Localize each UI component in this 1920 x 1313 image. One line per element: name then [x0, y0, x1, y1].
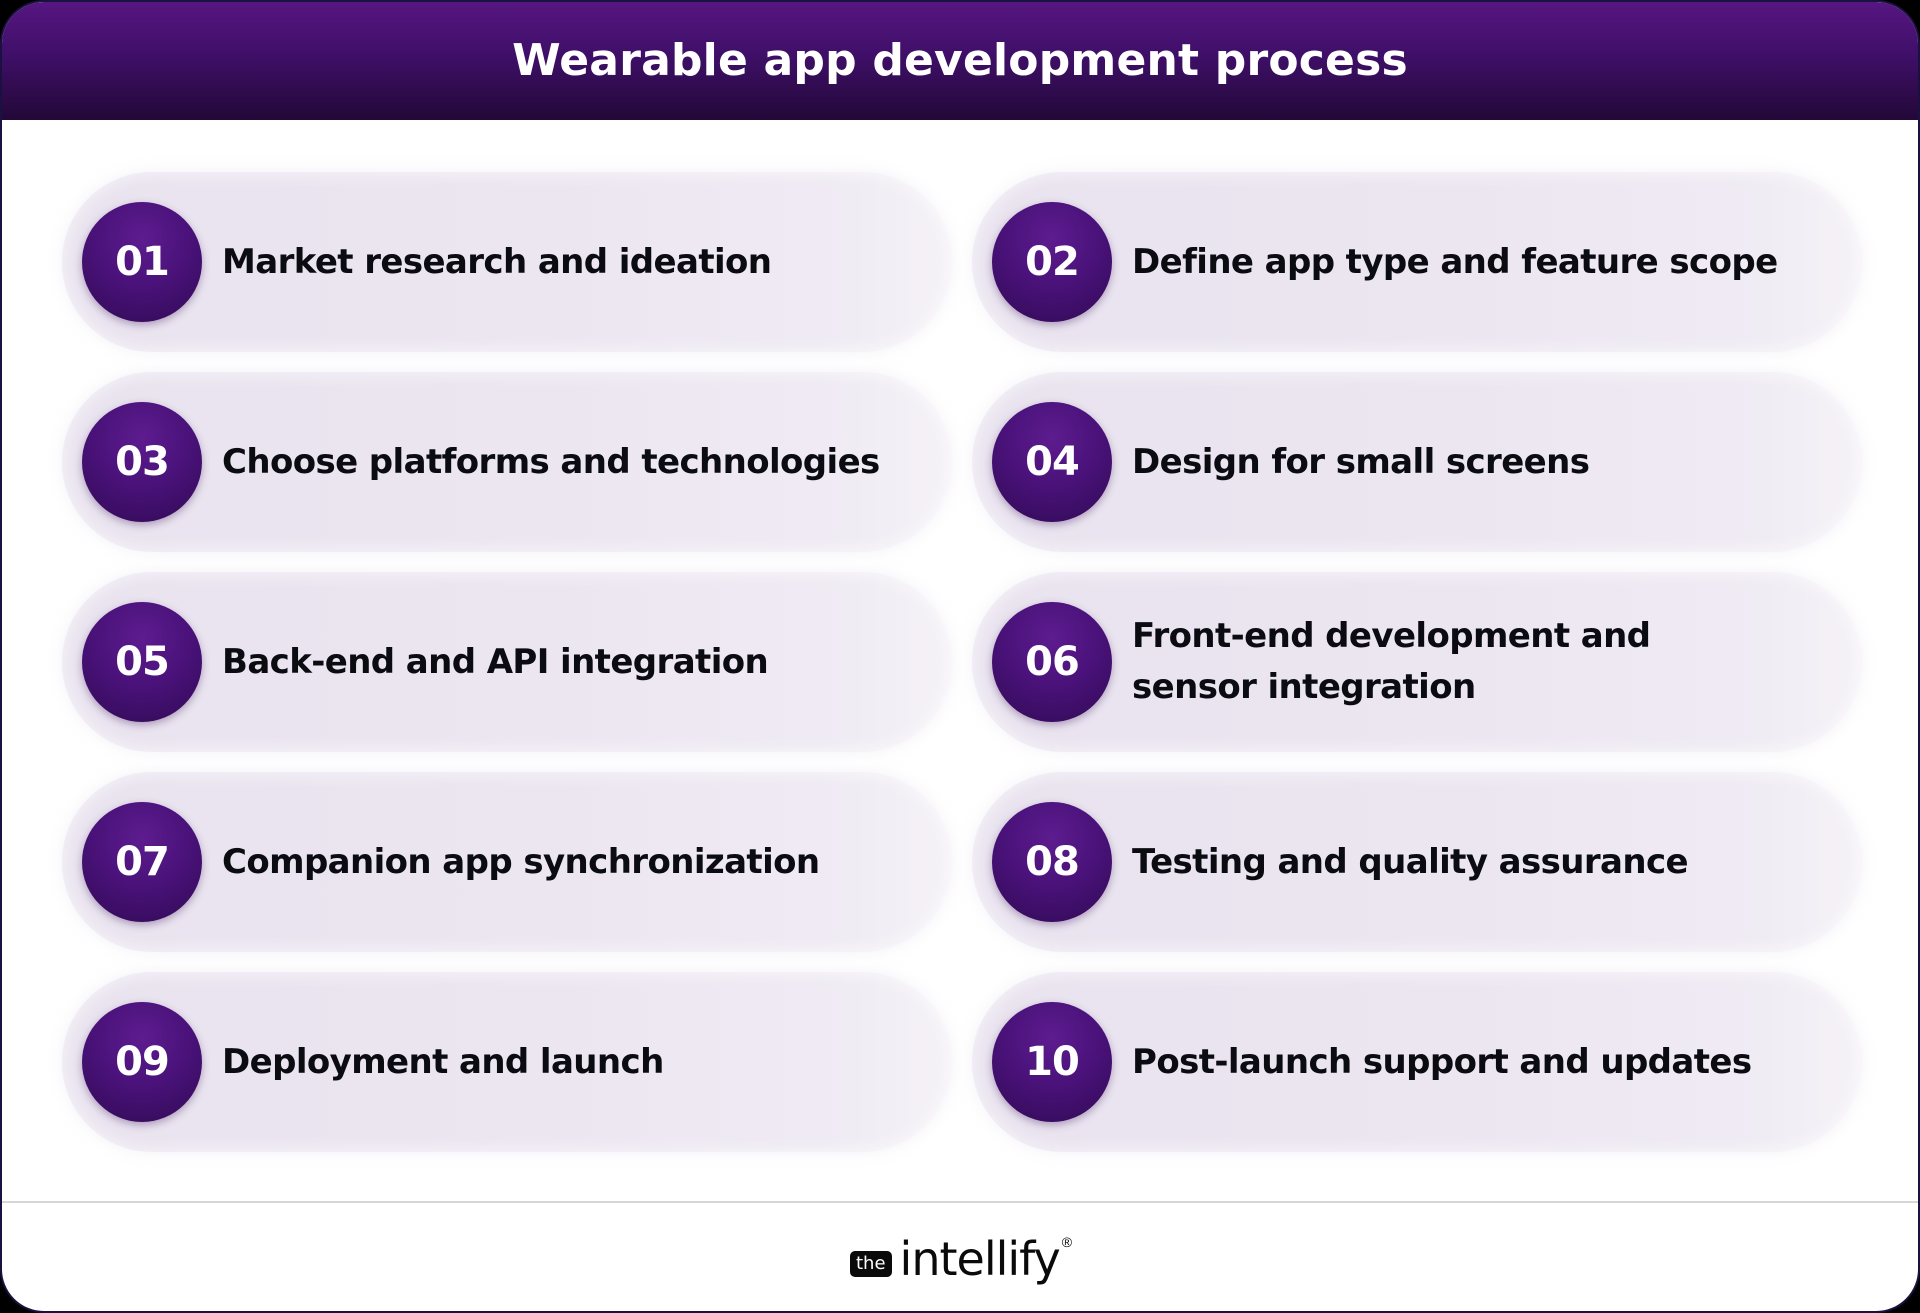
step-number-badge: 01 [82, 202, 202, 322]
step-number: 08 [1025, 839, 1080, 885]
step-number: 10 [1025, 1039, 1080, 1085]
footer-divider [2, 1201, 1918, 1203]
step-number-badge: 02 [992, 202, 1112, 322]
step-number: 07 [115, 839, 170, 885]
registered-mark-icon: ® [1061, 1234, 1073, 1250]
step-label: Deployment and launch [222, 1041, 664, 1082]
step-number: 02 [1025, 239, 1080, 285]
step-card-05: 05 Back-end and API integration [62, 572, 952, 752]
step-number: 05 [115, 639, 170, 685]
step-number-badge: 09 [82, 1002, 202, 1122]
step-label: Define app type and feature scope [1132, 241, 1778, 282]
step-card-02: 02 Define app type and feature scope [972, 172, 1862, 352]
step-card-08: 08 Testing and quality assurance [972, 772, 1862, 952]
step-number: 01 [115, 239, 170, 285]
step-card-06: 06 Front-end development and sensor inte… [972, 572, 1862, 752]
step-card-01: 01 Market research and ideation [62, 172, 952, 352]
step-number-badge: 05 [82, 602, 202, 722]
step-number: 04 [1025, 439, 1080, 485]
step-label: Choose platforms and technologies [222, 441, 880, 482]
step-card-10: 10 Post-launch support and updates [972, 972, 1862, 1152]
step-card-09: 09 Deployment and launch [62, 972, 952, 1152]
logo-wordmark: intellify [899, 1232, 1061, 1286]
step-number-badge: 08 [992, 802, 1112, 922]
step-number-badge: 04 [992, 402, 1112, 522]
step-number-badge: 07 [82, 802, 202, 922]
header-banner: Wearable app development process [2, 2, 1918, 120]
step-label: Front-end development and sensor integra… [1132, 616, 1651, 707]
step-number-badge: 03 [82, 402, 202, 522]
step-label: Back-end and API integration [222, 641, 769, 682]
step-card-07: 07 Companion app synchronization [62, 772, 952, 952]
step-label: Companion app synchronization [222, 841, 820, 882]
step-number: 03 [115, 439, 170, 485]
brand-logo: the intellify ® [850, 1232, 1073, 1286]
step-label: Testing and quality assurance [1132, 841, 1689, 882]
step-number-badge: 06 [992, 602, 1112, 722]
step-number: 09 [115, 1039, 170, 1085]
step-card-03: 03 Choose platforms and technologies [62, 372, 952, 552]
page-title: Wearable app development process [512, 34, 1408, 86]
steps-grid: 01 Market research and ideation 02 Defin… [62, 172, 1862, 1152]
step-number-badge: 10 [992, 1002, 1112, 1122]
logo-prefix: the [850, 1251, 892, 1277]
step-label: Post-launch support and updates [1132, 1041, 1752, 1082]
step-label: Market research and ideation [222, 241, 772, 282]
step-card-04: 04 Design for small screens [972, 372, 1862, 552]
step-number: 06 [1025, 639, 1080, 685]
step-label: Design for small screens [1132, 441, 1590, 482]
